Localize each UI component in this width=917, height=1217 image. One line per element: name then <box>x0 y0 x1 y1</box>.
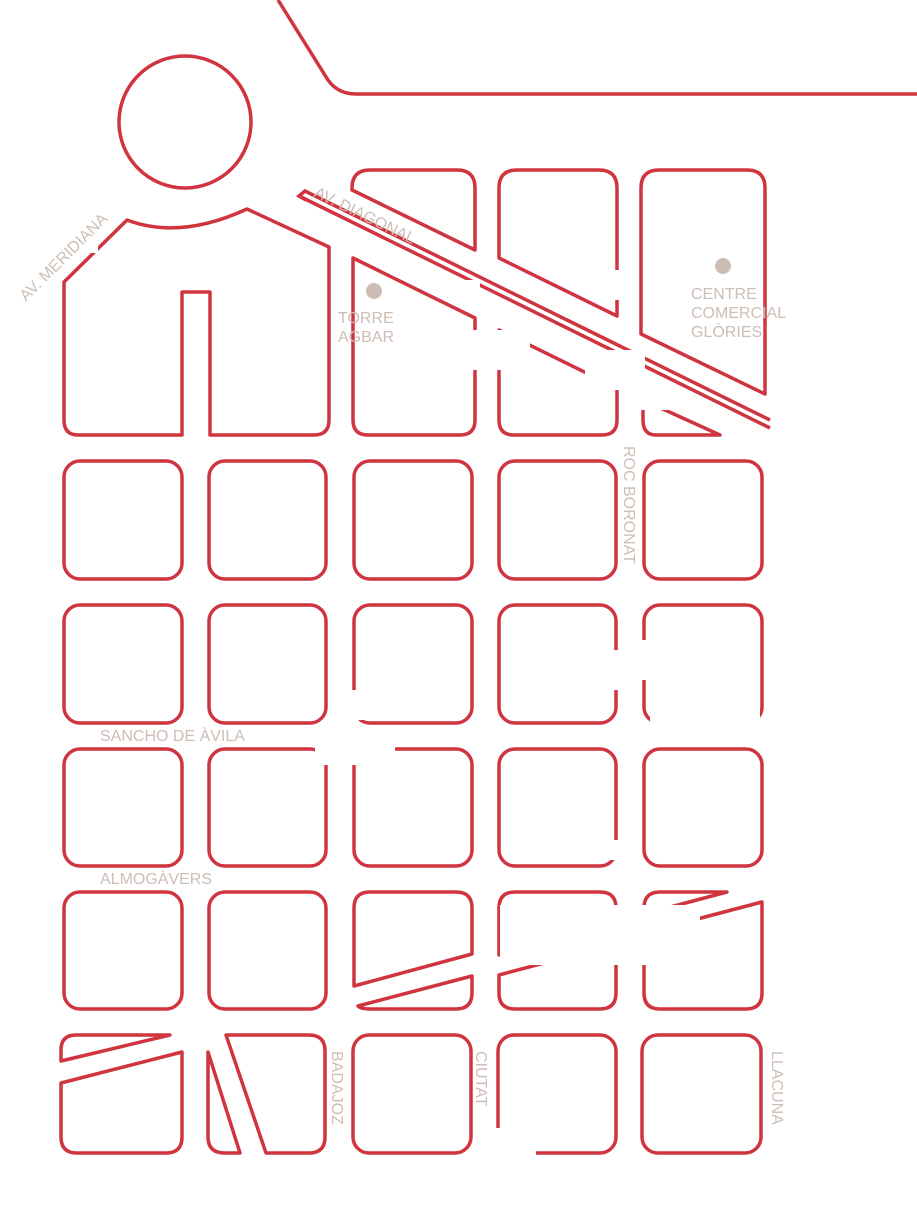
label-torre-agbar-1: TORRE <box>338 310 394 327</box>
block-meridiana <box>62 207 331 437</box>
label-glories-3: GLÒRIES <box>691 322 762 341</box>
top-road-outline <box>276 0 917 96</box>
grid-row-3 <box>62 603 764 725</box>
torre-agbar-marker-icon <box>366 283 382 299</box>
label-almogavers: ALMOGÀVERS <box>100 869 212 888</box>
grid-row-6 <box>59 1033 763 1155</box>
block-r1c3-top <box>350 168 477 252</box>
label-llacuna: LLACUNA <box>768 1051 785 1125</box>
block-r1c4-top <box>497 168 619 318</box>
block-r1c5-top <box>639 168 767 396</box>
glories-marker-icon <box>715 258 731 274</box>
glories-roundabout <box>117 54 253 190</box>
label-roc-boronat: ROC BORONAT <box>620 446 637 564</box>
block-r1c3-bottom <box>351 256 477 437</box>
label-sancho-de-avila: SANCHO DE ÀVILA <box>100 726 245 745</box>
label-badajoz: BADAJOZ <box>328 1051 345 1125</box>
label-ciutat: CIUTAT <box>472 1051 489 1107</box>
mask-artifacts <box>86 245 760 1158</box>
label-glories-2: COMERCIAL <box>691 305 786 322</box>
grid-row-4 <box>62 747 764 868</box>
diagonal-road-line-b <box>295 188 771 422</box>
diagonal-road-line-a <box>298 194 771 430</box>
label-glories-1: CENTRE <box>691 286 757 303</box>
label-torre-agbar-2: AGBAR <box>338 329 394 346</box>
grid-row-2 <box>62 459 764 581</box>
